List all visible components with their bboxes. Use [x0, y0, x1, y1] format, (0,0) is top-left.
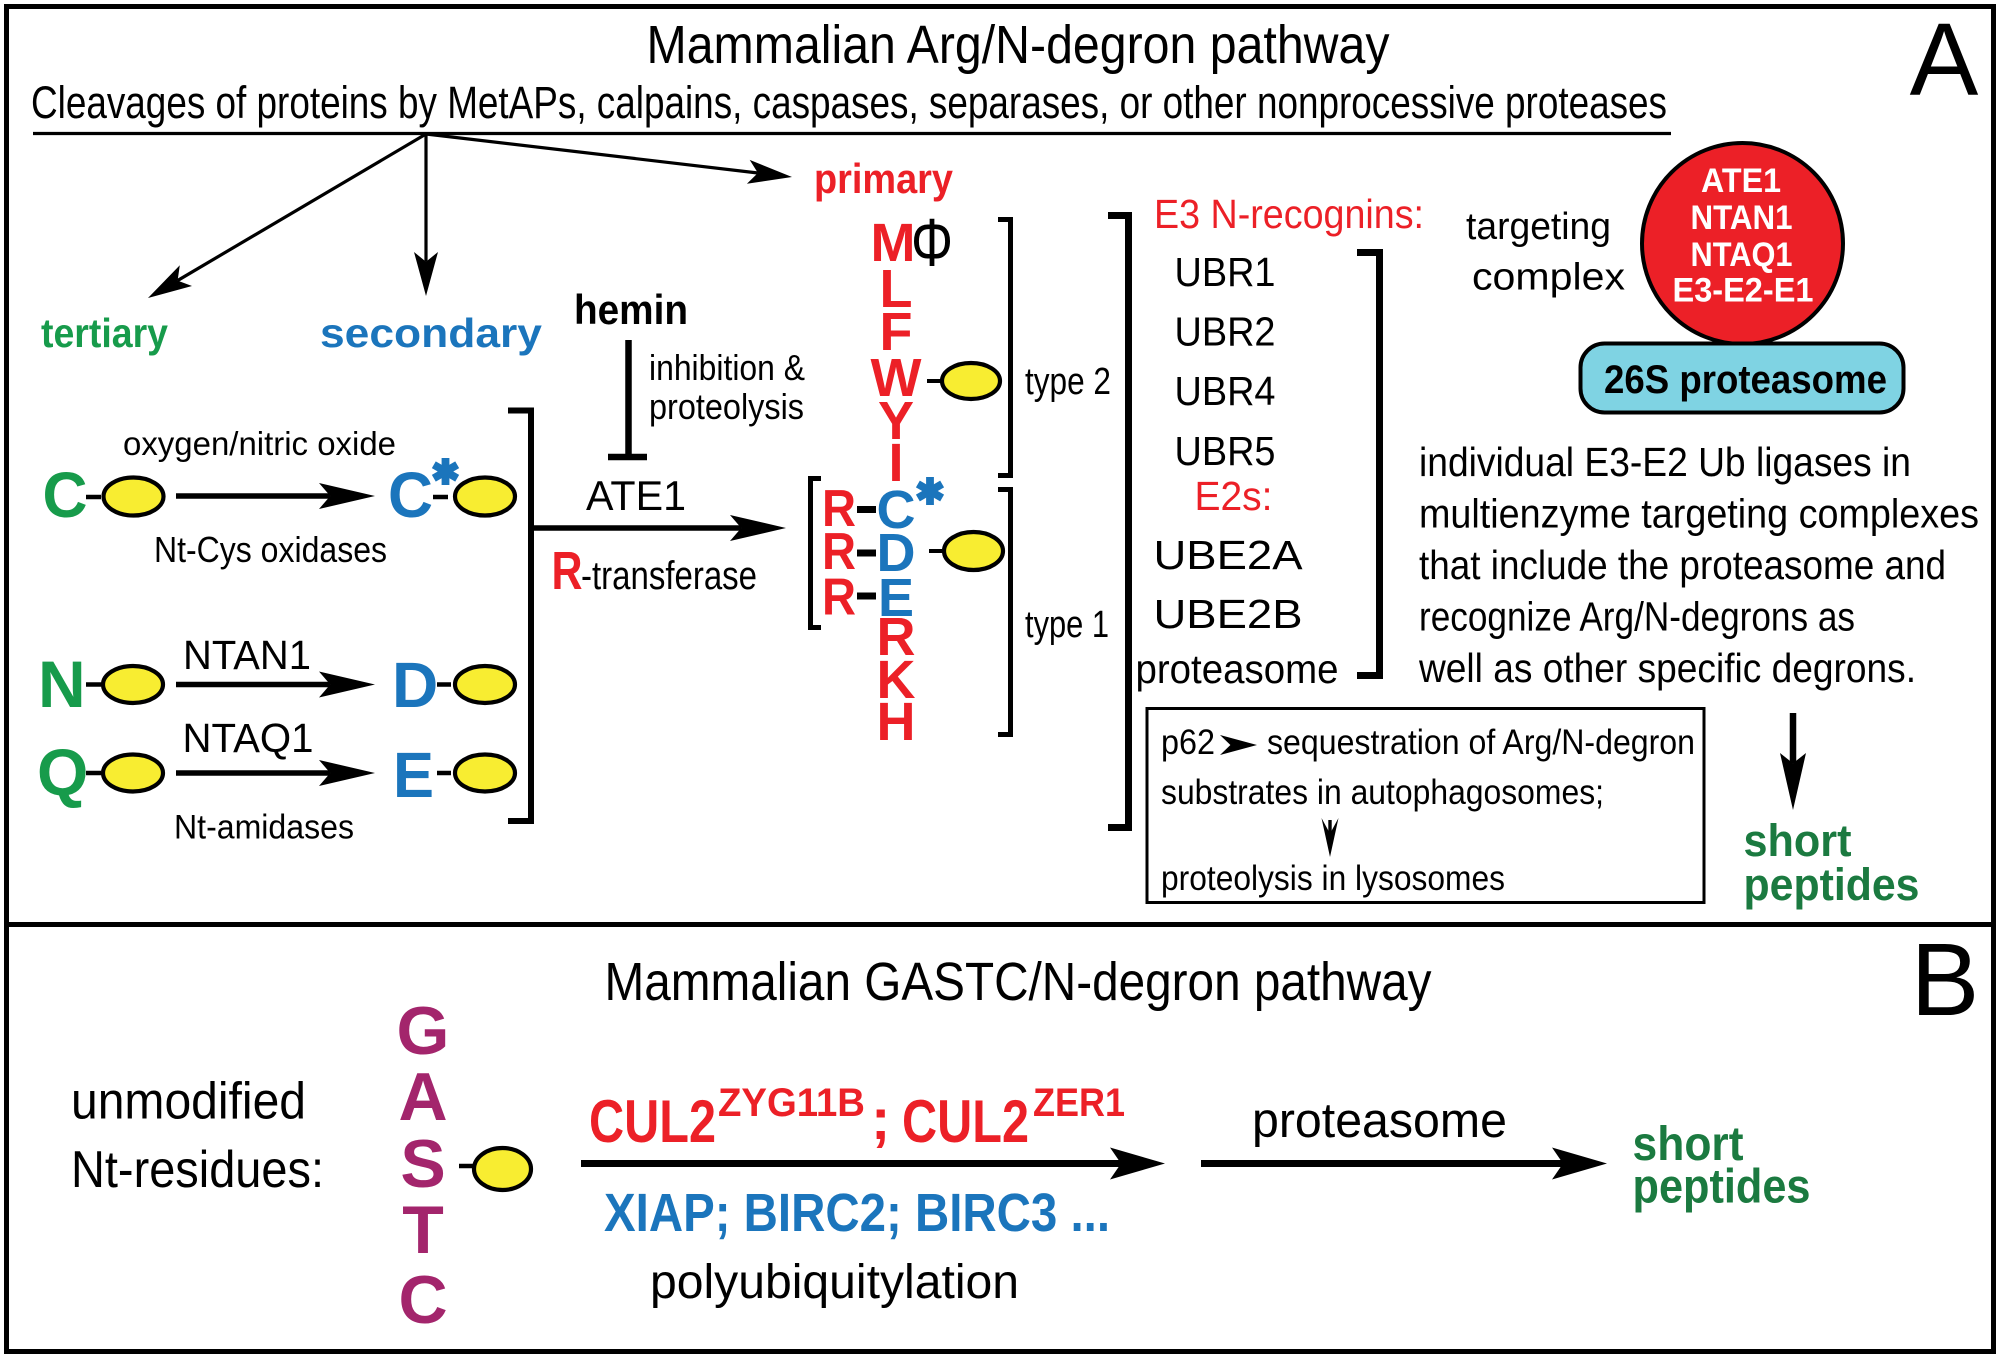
svg-text:Y: Y	[878, 391, 914, 451]
svg-text:hemin: hemin	[574, 286, 688, 333]
svg-text:R: R	[822, 523, 856, 581]
svg-text:unmodified: unmodified	[71, 1073, 306, 1131]
svg-text:W: W	[871, 348, 922, 408]
svg-text:UBR2: UBR2	[1175, 309, 1276, 355]
svg-text:secondary: secondary	[320, 310, 543, 356]
svg-text:UBR1: UBR1	[1175, 249, 1276, 295]
svg-text:H: H	[877, 692, 916, 752]
svg-text:peptides: peptides	[1633, 1161, 1811, 1214]
svg-text:NTAN1: NTAN1	[183, 632, 311, 678]
svg-text:E2s:: E2s:	[1195, 473, 1273, 519]
svg-text:ATE1: ATE1	[1701, 162, 1781, 200]
svg-text:targeting: targeting	[1466, 206, 1611, 248]
svg-text:Q: Q	[37, 735, 88, 809]
svg-text:that include the proteasome an: that include the proteasome and	[1419, 542, 1946, 588]
svg-text:type 1: type 1	[1025, 604, 1109, 646]
svg-text:L: L	[880, 259, 913, 319]
svg-text:M: M	[871, 213, 916, 273]
svg-text:XIAP; BIRC2; BIRC3 ...: XIAP; BIRC2; BIRC3 ...	[604, 1183, 1110, 1243]
svg-text:short: short	[1744, 815, 1852, 866]
svg-text:-transferase: -transferase	[581, 554, 757, 598]
svg-text:C: C	[398, 1262, 447, 1338]
svg-text:NTAQ1: NTAQ1	[1691, 236, 1793, 274]
svg-text:Φ: Φ	[911, 205, 953, 281]
svg-text:ZER1: ZER1	[1033, 1081, 1125, 1125]
svg-text:R: R	[877, 607, 916, 667]
svg-text:G: G	[397, 993, 450, 1069]
svg-text:;: ;	[871, 1087, 890, 1152]
svg-text:UBR5: UBR5	[1175, 428, 1276, 474]
svg-text:CUL2: CUL2	[902, 1088, 1029, 1155]
svg-text:D: D	[877, 523, 916, 583]
svg-text:F: F	[880, 302, 913, 362]
svg-text:E3 N-recognins:: E3 N-recognins:	[1154, 191, 1424, 237]
svg-text:Nt-residues:: Nt-residues:	[71, 1141, 324, 1199]
svg-text:CUL2: CUL2	[589, 1088, 716, 1155]
svg-text:ATE1: ATE1	[586, 472, 686, 519]
svg-text:UBE2A: UBE2A	[1154, 532, 1304, 578]
svg-text:primary: primary	[814, 155, 954, 202]
svg-text:multienzyme targeting complexe: multienzyme targeting complexes	[1419, 491, 1979, 537]
svg-text:peptides: peptides	[1744, 859, 1920, 910]
svg-text:polyubiquitylation: polyubiquitylation	[650, 1256, 1019, 1309]
svg-text:E3-E2-E1: E3-E2-E1	[1673, 272, 1814, 310]
svg-text:A: A	[398, 1059, 447, 1135]
svg-text:C: C	[43, 459, 88, 531]
svg-text:UBE2B: UBE2B	[1154, 591, 1303, 637]
svg-text:NTAN1: NTAN1	[1691, 199, 1793, 237]
svg-text:Cleavages of proteins by MetAP: Cleavages of proteins by MetAPs, calpain…	[31, 77, 1667, 128]
svg-text:A: A	[1910, 2, 1979, 117]
svg-text:inhibition &: inhibition &	[649, 347, 805, 388]
svg-text:E: E	[878, 568, 914, 628]
svg-text:S: S	[400, 1126, 445, 1202]
svg-text:type 2: type 2	[1025, 361, 1111, 403]
svg-text:complex: complex	[1472, 257, 1625, 299]
svg-text:well as other specific degrons: well as other specific degrons.	[1418, 645, 1916, 691]
svg-text:N: N	[38, 647, 86, 721]
svg-text:Nt-Cys oxidases: Nt-Cys oxidases	[154, 529, 387, 570]
svg-text:proteolysis: proteolysis	[649, 386, 804, 427]
svg-text:tertiary: tertiary	[41, 310, 168, 356]
svg-text:K: K	[877, 650, 916, 710]
svg-text:26S proteasome: 26S proteasome	[1604, 358, 1887, 402]
svg-text:recognize Arg/N-degrons as: recognize Arg/N-degrons as	[1419, 594, 1855, 640]
svg-text:I: I	[888, 433, 903, 493]
svg-text:proteasome: proteasome	[1136, 646, 1339, 692]
svg-text:UBR4: UBR4	[1175, 368, 1276, 414]
svg-text:B: B	[1911, 922, 1980, 1037]
svg-text:p62: p62	[1161, 722, 1215, 762]
svg-text:Mammalian Arg/N-degron pathway: Mammalian Arg/N-degron pathway	[647, 15, 1390, 75]
svg-text:Mammalian GASTC/N-degron pathw: Mammalian GASTC/N-degron pathway	[605, 952, 1432, 1012]
svg-text:sequestration of Arg/N-degron: sequestration of Arg/N-degron	[1267, 722, 1695, 762]
svg-text:C: C	[877, 480, 916, 540]
svg-text:C: C	[388, 459, 433, 531]
svg-text:individual E3-E2 Ub ligases in: individual E3-E2 Ub ligases in	[1419, 439, 1911, 485]
svg-text:R: R	[552, 541, 583, 601]
svg-text:D: D	[392, 649, 438, 721]
svg-text:Nt-amidases: Nt-amidases	[174, 809, 354, 847]
svg-text:R: R	[822, 569, 856, 627]
svg-text:T: T	[402, 1192, 444, 1268]
svg-text:oxygen/nitric oxide: oxygen/nitric oxide	[123, 426, 396, 463]
svg-text:ZYG11B: ZYG11B	[718, 1081, 865, 1125]
svg-text:R: R	[822, 480, 856, 538]
svg-text:proteasome: proteasome	[1252, 1093, 1507, 1148]
svg-text:E: E	[393, 739, 434, 811]
svg-text:proteolysis in lysosomes: proteolysis in lysosomes	[1161, 858, 1505, 898]
svg-text:short: short	[1633, 1118, 1744, 1171]
svg-text:substrates in autophagosomes;: substrates in autophagosomes;	[1161, 772, 1604, 812]
svg-text:NTAQ1: NTAQ1	[183, 715, 314, 761]
